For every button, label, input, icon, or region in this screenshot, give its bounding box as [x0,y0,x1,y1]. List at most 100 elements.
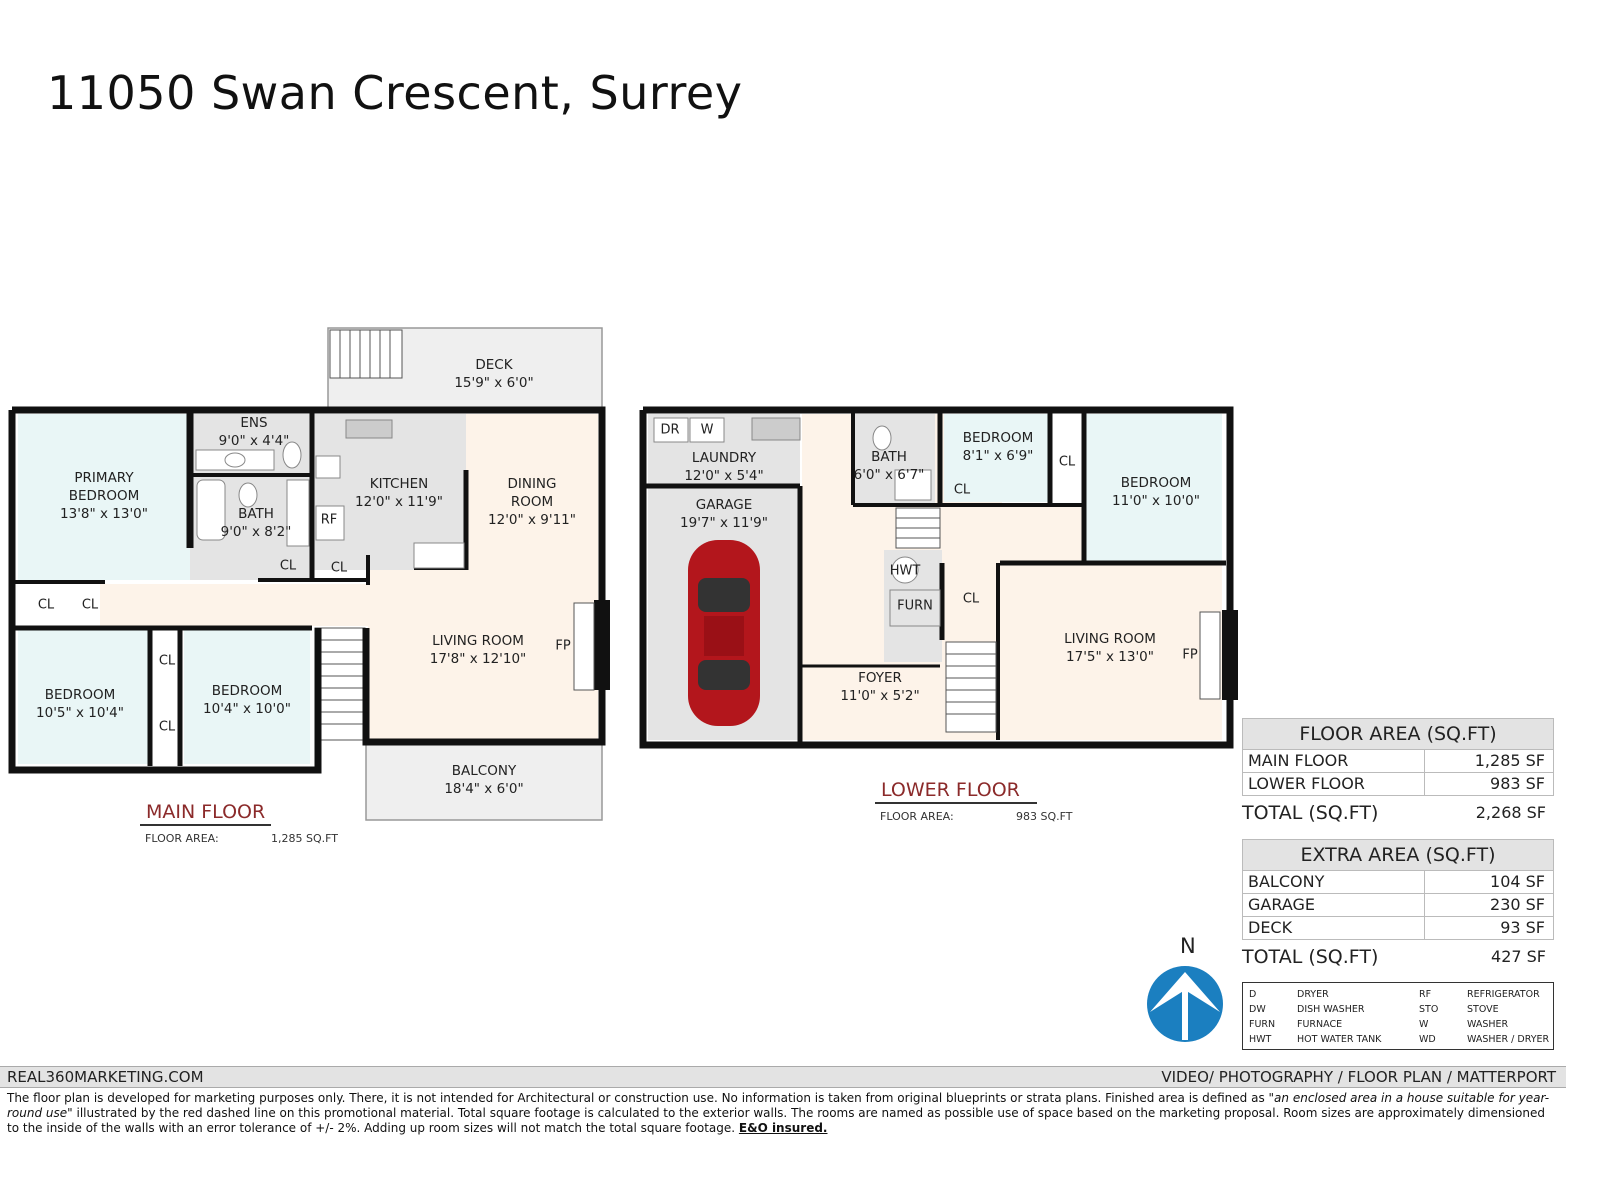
room-name: PRIMARY BEDROOM [68,470,140,504]
lower-fixtures [653,417,941,627]
disclaimer-text: illustrated by the red dashed line on th… [7,1106,1545,1135]
north-label: N [1180,934,1196,958]
total-value: 2,268 SF [1475,803,1546,822]
floor-area-label: FLOOR AREA: [880,810,954,823]
room-name: LIVING ROOM [432,633,524,649]
row-label: MAIN FLOOR [1243,750,1425,772]
fixture-tag: FURN [897,598,933,614]
room-dimensions: 17'5" x 13'0" [1066,649,1154,665]
room-name: BALCONY [451,763,517,779]
toilet-icon [282,441,302,469]
room-name: BEDROOM [211,683,283,699]
legend-abbr: D [1249,989,1257,1000]
footer-bar: REAL360MARKETING.COM VIDEO/ PHOTOGRAPHY … [0,1066,1566,1088]
table-header: FLOOR AREA (SQ.FT) [1242,718,1554,750]
legend-definition: WASHER [1467,1019,1509,1030]
row-label: LOWER FLOOR [1243,773,1425,795]
table-row: MAIN FLOOR 1,285 SF [1242,750,1554,773]
furnace-icon [889,589,941,627]
counter-icon [413,542,465,569]
row-value: 230 SF [1490,895,1545,914]
fixture-tag: W [700,422,714,438]
main-fixtures [195,419,465,569]
balcony-area [365,741,603,821]
main-floor-title: MAIN FLOOR [140,801,272,826]
fixture-tag: CL [37,597,55,613]
room-dimensions: 15'9" x 6'0" [454,375,534,391]
fireplace-icon [1199,611,1221,700]
floor-area-value: 1,285 SQ.FT [271,832,338,845]
bedroom-area [184,628,310,764]
total-label: TOTAL (SQ.FT) [1242,946,1379,968]
sink-icon [224,452,246,468]
room-name: ENS [240,415,268,431]
lower-floor-plan [639,406,1238,749]
fixture-tag: CL [962,591,980,607]
toilet-icon [872,425,892,451]
legend-definition: FURNACE [1297,1019,1343,1030]
room-dimensions: 9'0" x 8'2" [220,524,292,540]
fixture-tag: RF [320,512,338,528]
room-name: FOYER [858,670,902,686]
fixture-tag: DR [660,422,680,438]
room-label: LIVING ROOM 17'8" x 12'10" [430,632,527,668]
dryer-icon [653,417,689,443]
fixture-tag: CL [1058,454,1076,470]
room-name: BEDROOM [44,687,116,703]
legend-definition: DISH WASHER [1297,1004,1365,1015]
bathtub-icon [196,479,226,541]
room-dimensions: 9'0" x 4'4" [218,433,290,449]
bedroom-small-area [944,414,1048,502]
room-name: LAUNDRY [691,450,757,466]
main-stairs-icon [314,627,366,741]
room-dimensions: 12'0" x 9'11" [488,512,576,528]
room-label: LIVING ROOM 17'5" x 13'0" [1064,630,1156,666]
room-name: BEDROOM [962,430,1034,446]
room-name: LIVING ROOM [1064,631,1156,647]
fireplace-icon [573,602,595,691]
fixture-tag: CL [158,653,176,669]
room-dimensions: 17'8" x 12'10" [429,651,527,667]
row-value: 1,285 SF [1474,751,1545,770]
row-label: BALCONY [1243,871,1425,893]
room-label: BALCONY 18'4" x 6'0" [444,762,523,798]
washer-icon [689,417,725,443]
row-label: GARAGE [1243,894,1425,916]
primary-bedroom-area [18,414,190,580]
room-dimensions: 18'4" x 6'0" [444,781,524,797]
stove-icon [315,455,341,479]
bedroom-area [18,628,148,764]
disclaimer-quote: "an enclosed area in a house suitable fo… [7,1091,1550,1120]
room-label: PRIMARY BEDROOM 13'8" x 13'0" [60,469,148,523]
lower-floor-title: LOWER FLOOR [875,779,1037,804]
lower-stairs-icon [895,507,997,733]
shower-icon [894,469,932,501]
room-dimensions: 13'8" x 13'0" [60,506,148,522]
main-floor-plan [8,327,610,821]
floor-area-label: FLOOR AREA: [145,832,219,845]
lower-living-area [1000,564,1222,740]
legend-abbr: STO [1419,1004,1439,1015]
total-label: TOTAL (SQ.FT) [1242,802,1379,824]
legend-definition: DRYER [1297,989,1329,1000]
fixture-tag: CL [81,597,99,613]
footer-services: VIDEO/ PHOTOGRAPHY / FLOOR PLAN / MATTER… [1161,1068,1556,1086]
living-area [368,570,598,740]
vanity-icon [286,479,310,547]
kitchen-sink-icon [345,419,393,439]
floor-area-table: FLOOR AREA (SQ.FT) MAIN FLOOR 1,285 SF LO… [1242,718,1554,830]
room-name: BATH [871,449,907,465]
